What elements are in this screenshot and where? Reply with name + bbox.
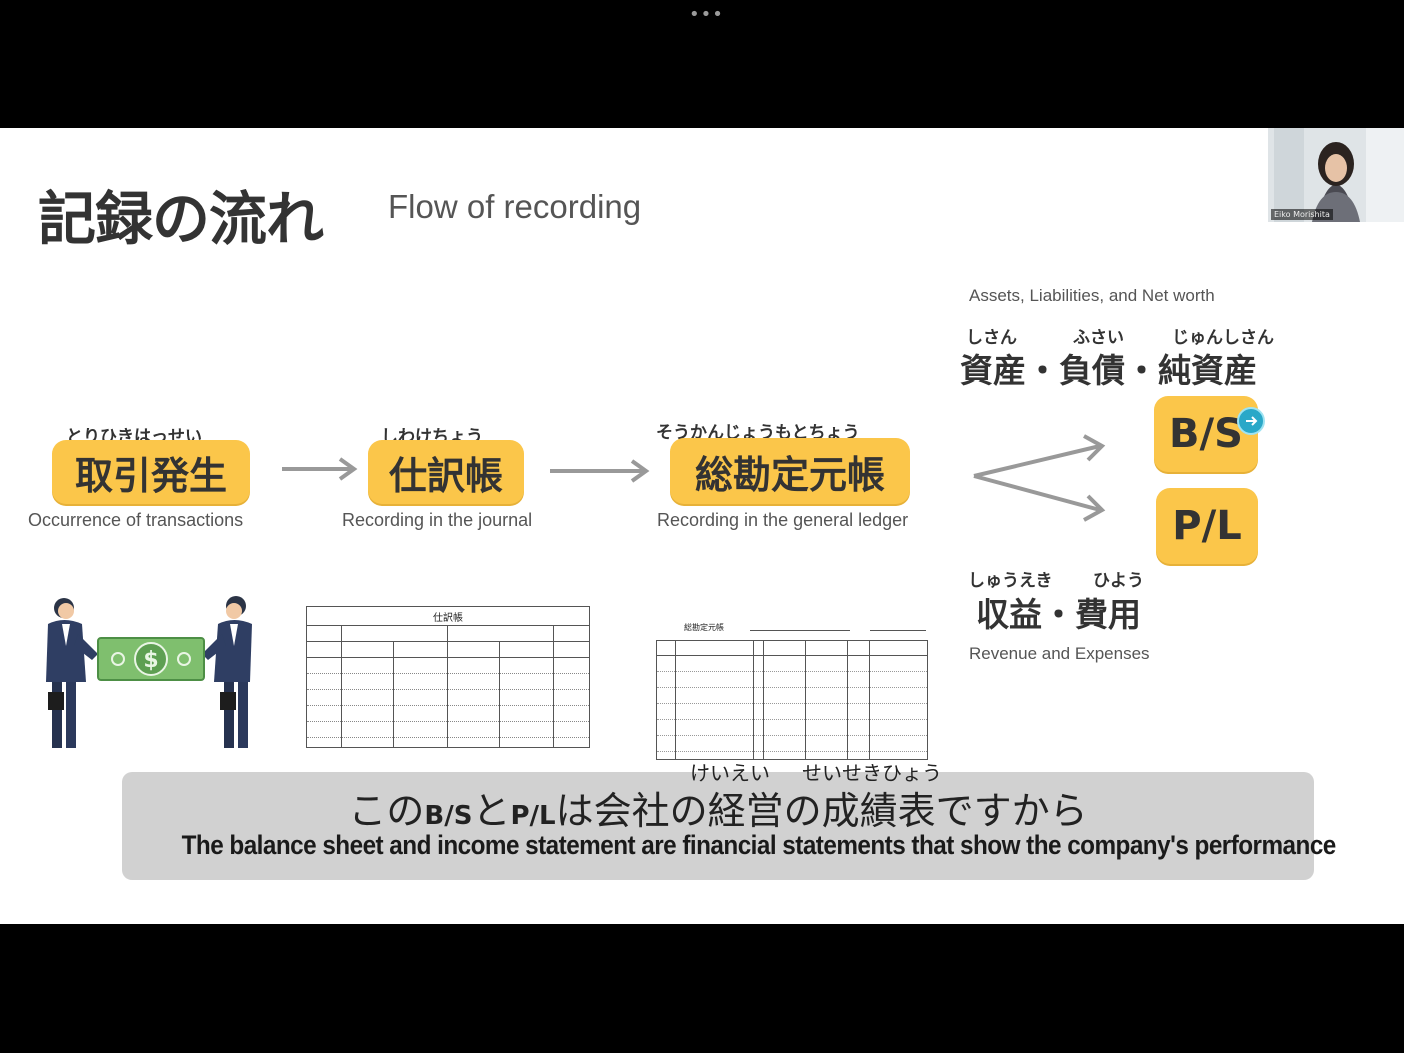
arrow-right-icon (550, 459, 650, 483)
step-caption: Occurrence of transactions (28, 510, 244, 530)
ledger-form-title: 総勘定元帳 (684, 623, 724, 632)
presentation-slide: 記録の流れ Flow of recording とりひきはっせい 取引発生 Oc… (0, 128, 1404, 924)
slide-subtitle: Flow of recording (388, 188, 642, 225)
pl-english-label: Revenue and Expenses (969, 644, 1150, 663)
bs-ruby: ふさい (1073, 328, 1124, 348)
participant-name-label: Eiko Morishita (1271, 209, 1333, 220)
business-transaction-illustration: $ (46, 596, 252, 748)
arrow-right-icon (282, 457, 358, 481)
step-general-ledger: 総勘定元帳 (670, 438, 910, 504)
bs-english-label: Assets, Liabilities, and Net worth (969, 286, 1215, 305)
step-journal: 仕訳帳 (368, 440, 524, 504)
cursor-icon (1237, 407, 1265, 435)
journal-form-title: 仕訳帳 (433, 613, 463, 624)
bs-japanese-label: 資産・負債・純資産 (960, 351, 1257, 390)
slide-title: 記録の流れ (38, 185, 324, 253)
pl-box: P/L (1156, 488, 1258, 564)
step-occurrence: 取引発生 (52, 440, 250, 504)
subtitle-box (122, 772, 1314, 880)
subtitle-ruby: せいせきひょう (802, 761, 942, 785)
pl-japanese-label: 収益・費用 (976, 595, 1141, 634)
participant-video-image (1268, 128, 1404, 222)
bs-ruby: しさん (966, 328, 1017, 348)
subtitle-ruby: けいえい (690, 761, 770, 785)
meeting-top-bar: ••• (0, 0, 1404, 128)
subtitle-english: The balance sheet and income statement a… (181, 830, 1337, 860)
more-options-icon[interactable]: ••• (689, 4, 724, 25)
step-caption: Recording in the journal (342, 510, 533, 530)
ledger-form-image: 総勘定元帳 (656, 620, 928, 760)
pl-ruby: しゅうえき (968, 571, 1053, 591)
bs-box: B/S (1154, 396, 1258, 472)
participant-video-tile[interactable]: Eiko Morishita (1268, 128, 1404, 222)
pl-ruby: ひよう (1093, 571, 1144, 591)
step-caption: Recording in the general ledger (657, 510, 909, 530)
bs-ruby: じゅんしさん (1172, 328, 1274, 348)
svg-text:$: $ (143, 648, 158, 673)
subtitle-japanese: このB/SとP/Lは会社の経営の成績表ですから (348, 789, 1088, 833)
meeting-bottom-bar (0, 924, 1404, 1053)
journal-form-image: 仕訳帳 (306, 606, 590, 748)
branch-arrow-icon (973, 434, 1106, 522)
